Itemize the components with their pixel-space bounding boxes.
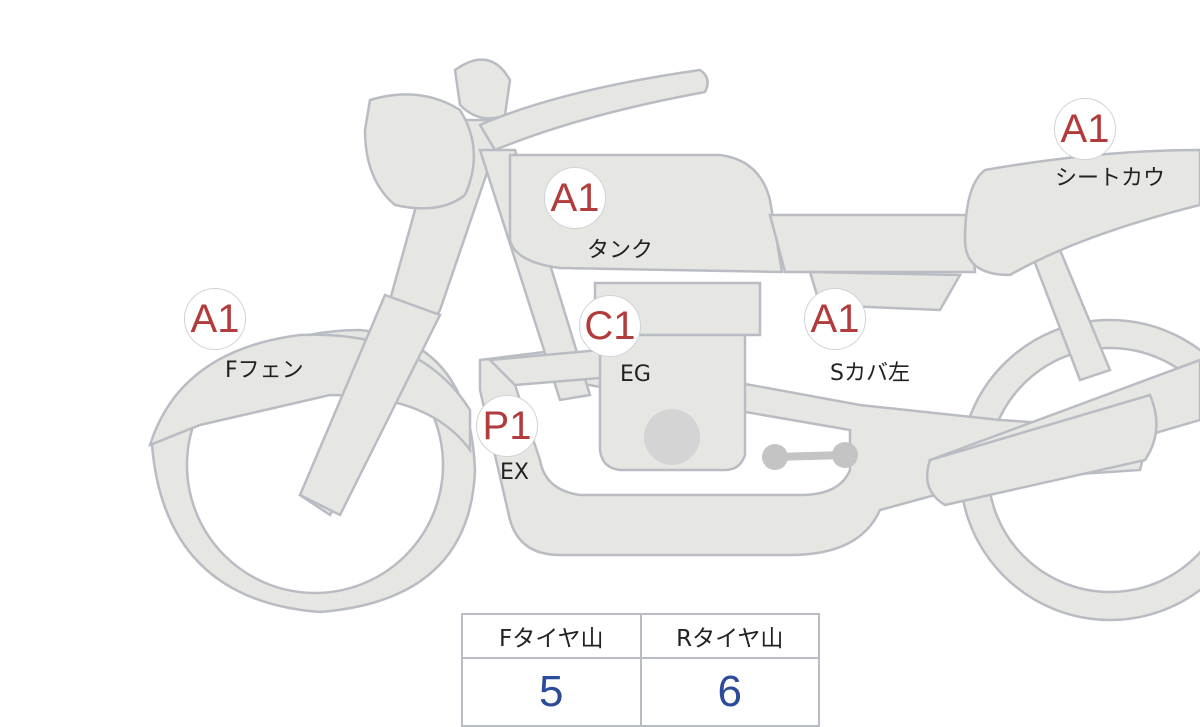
grade-marker-side-cover: A1 xyxy=(804,288,866,350)
footpeg-end xyxy=(832,442,858,468)
part-label-engine: EG xyxy=(620,362,651,387)
grade-marker-front-fender: A1 xyxy=(184,288,246,350)
part-label-side-cover: Sカバ左 xyxy=(830,361,910,386)
grade-marker-seat-cowl: A1 xyxy=(1054,98,1116,160)
grade-marker-tank: A1 xyxy=(544,167,606,229)
part-label-tank: タンク xyxy=(587,238,654,263)
front-tire-value: 5 xyxy=(461,657,642,727)
exhaust-pipe xyxy=(487,348,602,387)
seat-cowl xyxy=(963,148,1200,277)
rear-tire-value: 6 xyxy=(639,657,820,727)
seat xyxy=(768,213,977,274)
part-label-seat-cowl: シートカウ xyxy=(1055,166,1166,191)
engine-cover xyxy=(644,409,700,465)
headlight xyxy=(363,93,476,210)
gauge xyxy=(453,58,512,120)
part-label-exhaust: EX xyxy=(500,460,529,485)
engine xyxy=(598,333,747,472)
fork-lower xyxy=(298,293,442,517)
rear-tire-header: Rタイヤ山 xyxy=(639,613,820,659)
front-tire-header: Fタイヤ山 xyxy=(461,613,642,659)
handlebar xyxy=(478,68,709,152)
footpeg-end xyxy=(762,444,788,470)
muffler xyxy=(925,393,1158,507)
down-tube xyxy=(478,148,592,402)
part-label-front-fender: Fフェン xyxy=(225,358,304,383)
tire-tread-table: Fタイヤ山 Rタイヤ山 5 6 xyxy=(461,613,820,727)
grade-marker-exhaust: P1 xyxy=(476,395,538,457)
grade-marker-engine: C1 xyxy=(579,295,641,357)
